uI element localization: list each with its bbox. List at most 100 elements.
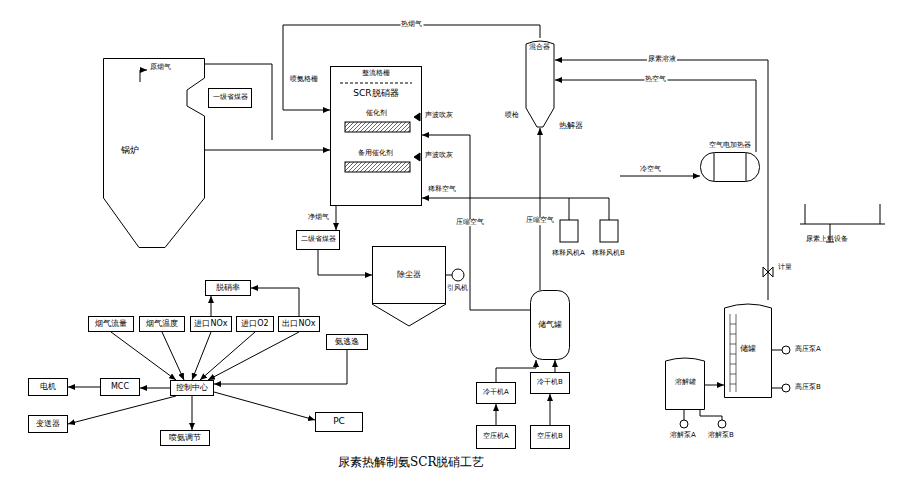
part-label: 冷空气 (640, 166, 661, 174)
flow-connector (205, 150, 330, 151)
air-line (569, 198, 570, 220)
control-box: MCC (100, 378, 140, 396)
process-box: 二级省煤器 (296, 230, 340, 250)
catalyst-layer (345, 122, 410, 132)
fan-duct (446, 275, 452, 276)
flow-connector (211, 296, 212, 316)
flow-connector (140, 388, 170, 389)
node-text: 一级省煤器 (213, 94, 248, 102)
heater-shape-outline (700, 152, 760, 182)
part-label: 原烟气 (150, 64, 171, 72)
pump-symbol (680, 420, 688, 428)
flow-connector (283, 25, 540, 110)
flow-connector (200, 332, 255, 380)
control-box: 脱硝率 (205, 280, 251, 296)
pump-symbol (718, 420, 726, 428)
control-box: 进口O2 (236, 316, 274, 332)
node-text: 二级省煤器 (301, 236, 336, 244)
flow-arrow (140, 70, 147, 82)
control-box: 烟气温度 (139, 316, 185, 332)
flow-connector (214, 350, 347, 384)
control-box: 烟气流量 (88, 316, 134, 332)
flow-connector (251, 288, 299, 316)
edge-label: 尿素溶液 (647, 56, 677, 64)
decomposer-shape: 热解器 (525, 38, 555, 128)
soot-blower (414, 153, 420, 161)
flow-connector (705, 385, 724, 386)
air-line (620, 176, 700, 177)
node-text: 进口NOx (194, 320, 227, 329)
flow-connector (192, 396, 193, 430)
caption: 尿素热解制氨SCR脱硝工艺 (338, 456, 484, 469)
catalyst-layer (345, 162, 410, 172)
node-text: MCC (111, 383, 129, 392)
flow-connector (555, 360, 556, 372)
part-label: 混合器 (529, 44, 550, 52)
node-text: 空压机B (537, 433, 563, 441)
part-label: 尿素上料设备 (806, 236, 848, 244)
pump-symbol (782, 384, 790, 392)
equipment-box: 空压机A (476, 425, 516, 449)
control-box: 进口NOx (190, 316, 232, 332)
heater-shape: 空气电加热器 (700, 152, 760, 182)
flow-connector (336, 206, 337, 230)
flow-connector (555, 80, 756, 152)
node-text: 变送器 (36, 420, 60, 429)
edge-label: 热空气 (644, 76, 667, 84)
node-text: 进口O2 (241, 320, 268, 329)
part-label: 稀释风机A (552, 250, 585, 258)
equipment-box: 冷干机A (476, 382, 516, 404)
flow-connector (208, 332, 299, 380)
node-text: 电机 (40, 383, 56, 392)
part-label: 喷氨格栅 (290, 76, 318, 84)
control-box: 喷氨调节 (160, 430, 210, 446)
flow-connector (550, 394, 551, 425)
fan-symbol (600, 220, 618, 242)
part-label: 稀释空气 (428, 186, 456, 194)
tank-shape: 储罐 (724, 300, 772, 398)
fan-symbol (452, 269, 464, 281)
node-text: 空压机A (483, 433, 509, 441)
pump-symbol (782, 346, 790, 354)
part-label: 喷枪 (505, 112, 519, 120)
flow-connector (111, 332, 176, 380)
node-text: 出口NOx (282, 320, 315, 329)
node-text: 控制中心 (176, 384, 208, 393)
node-text: 喷氨调节 (169, 434, 201, 443)
flue-duct (205, 64, 272, 140)
flow-connector (68, 387, 100, 388)
control-box: 变送器 (28, 415, 68, 433)
boiler-shape: 锅炉 (103, 58, 205, 248)
flow-connector (68, 396, 176, 424)
equipment-box: 空压机B (530, 425, 570, 449)
node-text: 溶解罐 (675, 379, 696, 387)
node-text: SCR脱硝器 (353, 89, 398, 99)
tank-shape: 储气罐 (530, 290, 570, 360)
soot-blower (414, 113, 420, 121)
control-box: 出口NOx (278, 316, 320, 332)
edge-label: 净烟气 (307, 214, 330, 222)
edge-label: 压缩空气 (525, 217, 555, 225)
flow-connector (555, 60, 768, 300)
node-text: 氨逃逸 (335, 338, 359, 347)
node-text: 热解器 (559, 122, 583, 131)
process-box: 除尘器 (372, 246, 446, 304)
air-line (422, 198, 609, 220)
node-text: 储罐 (740, 345, 756, 354)
edge-label: 压缩空气 (455, 219, 485, 227)
node-text: 烟气流量 (95, 320, 127, 329)
node-text: 冷干机A (483, 389, 509, 397)
flow-connector (540, 128, 541, 290)
pipe (772, 350, 782, 388)
control-box: PC (315, 412, 363, 432)
part-label: 整流格栅 (362, 70, 390, 78)
node-text: 储气罐 (538, 321, 562, 330)
node-text: 空气电加热器 (709, 142, 751, 150)
hopper (372, 304, 446, 326)
part-label: 计量 (778, 264, 792, 272)
node-text: 除尘器 (397, 271, 421, 280)
part-label: 溶解泵A (670, 432, 696, 440)
node-text: 冷干机B (537, 379, 563, 387)
pipe (684, 410, 722, 420)
control-box: 电机 (28, 378, 68, 396)
